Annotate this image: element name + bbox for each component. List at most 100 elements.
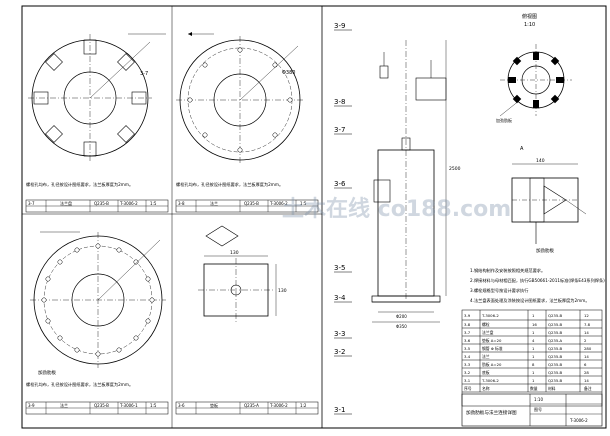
note-line: 1.钢结构制作及安装按照相关规范要求。 [470,267,545,274]
svg-text:1: 1 [532,370,535,375]
note-line: 3.螺栓规格型号按设计要求执行 [470,287,528,294]
svg-text:1:5: 1:5 [300,201,307,206]
level-label: 3-7 [334,126,345,134]
svg-text:Q235-A: Q235-A [548,338,563,343]
svg-text:Q235-B: Q235-B [244,201,259,206]
svg-text:16: 16 [532,322,537,327]
detail-note: 加劲肋板 [496,117,512,123]
pole-elevation: 3-9 3-8 3-7 3-6 3-5 3-4 3-3 3-2 3-1 [334,22,461,415]
detail-scale: 1:10 [524,22,535,28]
svg-text:法兰: 法兰 [60,402,68,408]
svg-text:底板: 底板 [482,370,490,375]
dim-label: 3-7 [140,71,148,77]
note-line: 4.法兰盘表面处理及涂装按设计图纸要求，法兰板厚度为2mm。 [470,297,590,304]
svg-text:1: 1 [532,330,535,335]
svg-text:土木在线 co188.com: 土木在线 co188.com [282,196,511,222]
svg-text:1:5: 1:5 [150,403,157,408]
svg-text:28: 28 [584,370,589,375]
svg-text:14: 14 [584,330,589,335]
svg-text:Q235-A: Q235-A [244,403,259,408]
panel-note: 螺栓孔均布，孔径按设计图纸要求，法兰板厚度为2mm。 [176,181,283,188]
detail-note: 加劲肋板 [536,247,554,254]
svg-text:3-8: 3-8 [178,201,185,206]
svg-text:Q235-B: Q235-B [548,330,562,335]
svg-text:钢管 Φ 标准: 钢管 Φ 标准 [482,346,503,351]
svg-text:14: 14 [584,378,589,383]
svg-text:法兰: 法兰 [482,354,490,359]
svg-text:T-3006-2: T-3006-2 [269,403,288,408]
svg-text:4: 4 [532,338,535,343]
dim-label: 130 [278,288,287,294]
svg-text:法兰盘: 法兰盘 [60,200,72,206]
svg-text:Q235-B: Q235-B [94,201,109,206]
svg-text:名称: 名称 [482,386,490,391]
pad-plate: 130 130 3-6 垫板 Q235-A T-3006-2 1:2 [175,225,319,415]
dim-label: 130 [230,250,239,256]
level-label: 3-1 [334,406,345,414]
sheet-label: 图号 [534,406,542,412]
svg-text:3-2: 3-2 [464,370,471,375]
svg-text:材料: 材料 [548,386,556,391]
drawing-number: T-3006-2 [569,418,588,423]
svg-text:T-3006-2: T-3006-2 [119,201,138,206]
dim-label: Φ200 [396,314,407,319]
svg-text:Q235-B: Q235-B [548,370,562,375]
dim-label: Φ350 [396,324,407,329]
dim-label: 140 [536,158,545,164]
flange-top-mid: Φ380 螺栓孔均布，孔径按设计图纸要求，法兰板厚度为2mm。 3-8 法兰 Q… [175,32,319,213]
panel-note: 螺栓孔均布，孔径按设计图纸要求，法兰板厚度为2mm。 [26,181,133,188]
svg-text:1: 1 [532,378,535,383]
svg-text:法兰: 法兰 [210,200,218,206]
svg-text:2: 2 [584,338,587,343]
detail-side-view: A 140 加劲肋板 [511,146,587,254]
svg-text:备注: 备注 [584,386,592,391]
svg-text:14: 14 [584,354,589,359]
svg-text:1:2: 1:2 [300,403,307,408]
panel-note: 螺栓孔均布，孔径按设计图纸要求，法兰板厚度为2mm。 [26,381,133,388]
svg-text:T-3006-2: T-3006-2 [481,313,499,318]
svg-text:3-5: 3-5 [464,346,471,351]
svg-text:Q235-B: Q235-B [548,346,562,351]
svg-text:3-9: 3-9 [28,403,35,408]
parts-table [461,309,603,407]
svg-text:280: 280 [584,346,592,351]
svg-text:3-4: 3-4 [464,354,471,359]
svg-text:T-3006-2: T-3006-2 [269,201,288,206]
svg-text:3-6: 3-6 [178,403,185,408]
watermark: 土木在线 co188.com [282,196,511,222]
note-line: 2.焊接材料与母材相匹配，执行GB50661-2011标准(焊条E43系列焊条) [470,277,605,284]
svg-text:Q235-B: Q235-B [548,354,562,359]
svg-text:法兰盘: 法兰盘 [482,330,494,335]
svg-text:3-3: 3-3 [464,362,471,367]
detail-title: 俯视图 [522,13,537,20]
svg-text:3-1: 3-1 [464,378,471,383]
svg-text:T-3006-1: T-3006-1 [119,403,138,408]
dim-label: Φ380 [282,70,295,76]
svg-text:3-7: 3-7 [464,330,471,335]
section-a-label: A [520,146,524,152]
svg-text:Q235-B: Q235-B [94,403,109,408]
level-label: 3-3 [334,330,345,338]
svg-text:1: 1 [532,313,535,318]
level-label: 3-8 [334,98,345,106]
svg-text:数量: 数量 [530,386,538,391]
svg-text:螺栓: 螺栓 [482,322,490,327]
svg-text:序号: 序号 [464,386,472,391]
title-block: 加劲肋板与法兰连接详图 1:10 图号 T-3006-2 [461,393,603,427]
svg-text:3-9: 3-9 [464,313,471,318]
svg-text:Q235-B: Q235-B [548,362,562,367]
parts-table-text: 3-9 T-3006-2 1 Q235-B 12 3-8 螺栓 16 Q235-… [464,313,592,391]
level-label: 3-2 [334,348,345,356]
panel-label: 加劲肋板 [38,369,56,376]
drawing-name: 加劲肋板与法兰连接详图 [466,409,517,416]
general-notes: 1.钢结构制作及安装按照相关规范要求。 2.焊接材料与母材相匹配，执行GB506… [470,267,605,304]
svg-text:7.8: 7.8 [584,322,591,327]
svg-text:Q235-B: Q235-B [548,322,562,327]
flange-top-left: 3-7 螺栓孔均布，孔径按设计图纸要求，法兰板厚度为2mm。 3-7 法兰盘 Q… [25,33,169,213]
svg-text:1:5: 1:5 [150,201,157,206]
level-label: 3-4 [334,294,346,302]
svg-text:3-7: 3-7 [28,201,35,206]
svg-text:垫板 A=20: 垫板 A=20 [482,338,502,343]
